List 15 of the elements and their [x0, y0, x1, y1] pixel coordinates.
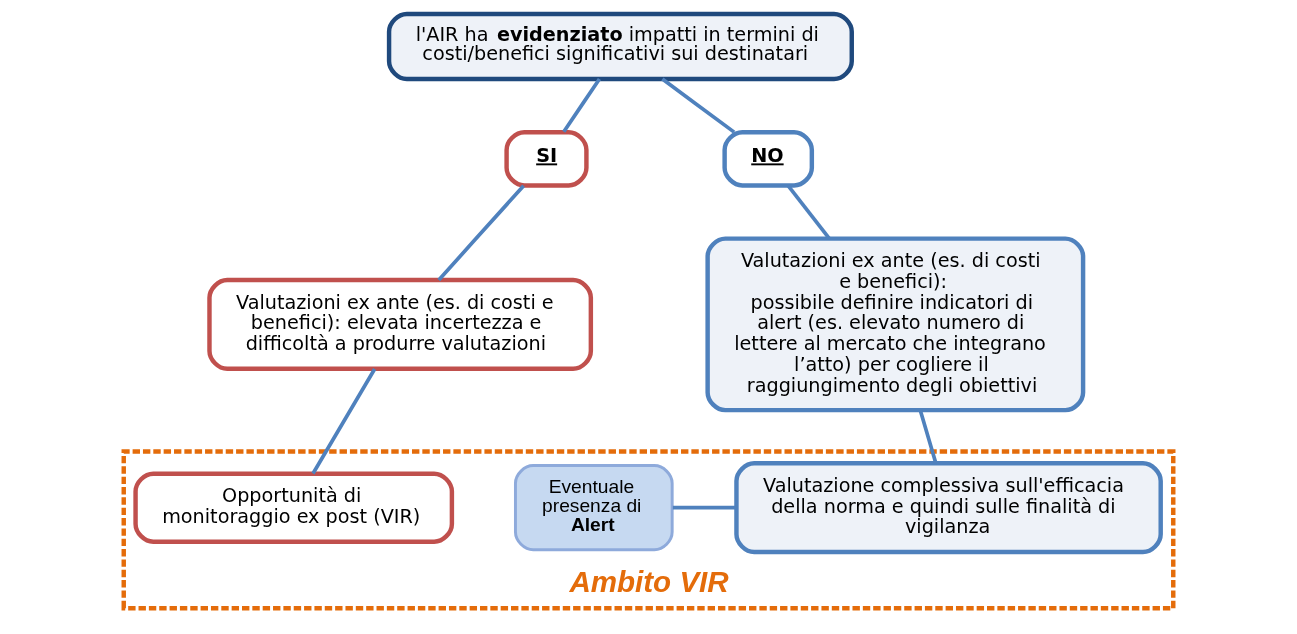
node-box: NO	[722, 130, 815, 188]
node-box: Valutazione complessiva sull'efficacia della norma e quindi sulle finalità di vigilanza	[734, 461, 1163, 555]
node-box: SI	[504, 130, 589, 188]
connector	[661, 77, 736, 134]
connector	[437, 184, 525, 282]
node-box: Valutazioni ex ante (es. di costi e benefici): elevata incertezza e difficoltà a produrre valutazioni	[207, 277, 594, 371]
connector	[672, 505, 737, 510]
connector	[918, 409, 938, 464]
connector	[562, 78, 601, 133]
connector	[786, 184, 831, 240]
node-box: Valutazioni ex ante (es. di costi e benefici): possibile definire indicatori di alert (es. elevato numero di lettere al mercato che integrano l’atto) per cogliere il raggiungimento degli obiettivi	[705, 236, 1086, 413]
node-box: Opportunità di monitoraggio ex post (VIR)	[133, 471, 455, 544]
connector	[311, 368, 377, 475]
node-box: l'AIR ha evidenziato impatti in termini di costi/benefici significativi sui destinatari	[386, 11, 854, 82]
node-box: Eventuale presenza di Alert	[514, 464, 674, 552]
